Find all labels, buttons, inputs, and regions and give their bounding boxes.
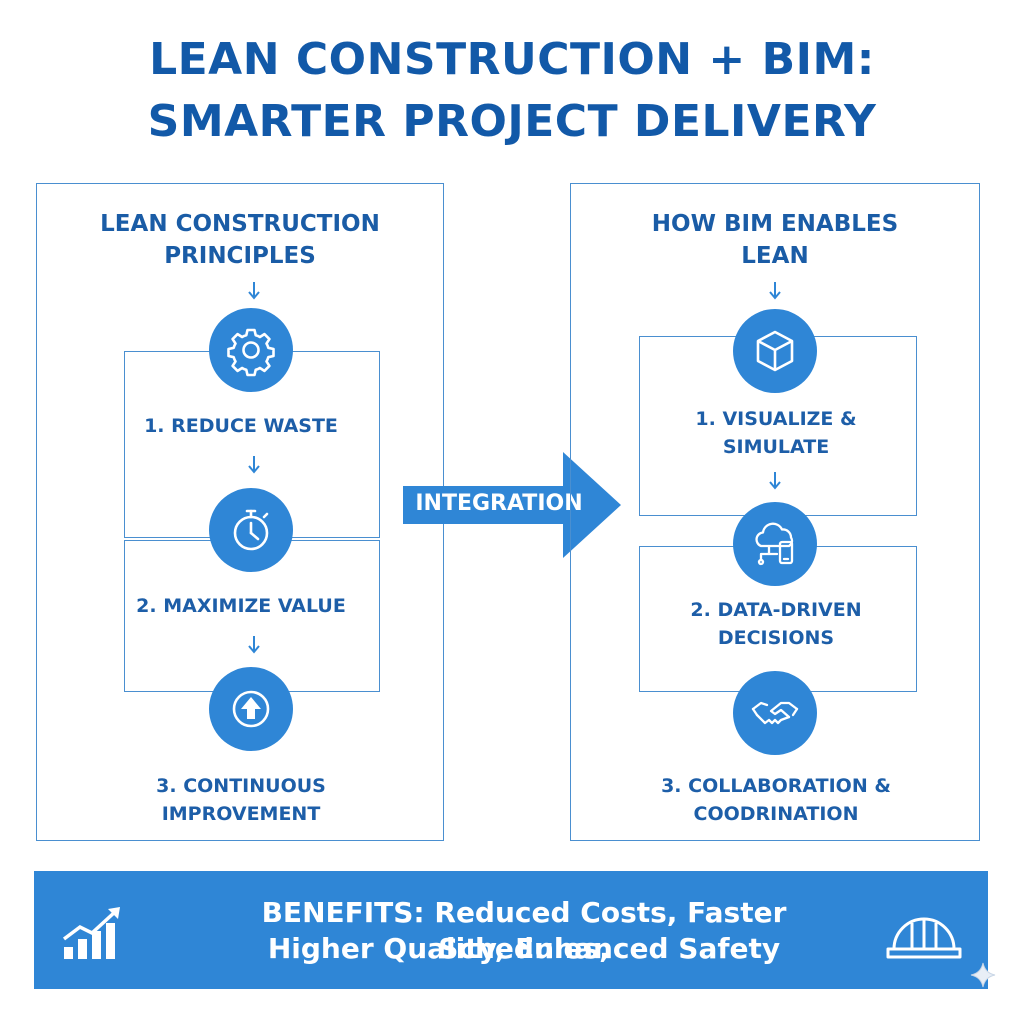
down-arrow-icon	[769, 472, 781, 490]
benefits-line-1: BENEFITS: Reduced Costs, Faster Schedule…	[261, 896, 787, 965]
benefits-banner: BENEFITS: Reduced Costs, Faster Schedule…	[34, 871, 988, 989]
step-3-label-line-1: 3. CONTINUOUS	[156, 775, 326, 797]
sparkle-icon	[970, 962, 996, 988]
right-panel-title-line-2: LEAN	[741, 243, 809, 269]
step-2-icon-circle	[733, 502, 817, 586]
gear-icon	[227, 328, 275, 377]
right-panel-title-line-1: HOW BIM ENABLES	[651, 211, 899, 237]
step-1-label: 1. REDUCE WASTE	[144, 415, 338, 437]
up-arrow-icon	[232, 690, 270, 728]
step-3-label-line-2: IMPROVEMENT	[161, 803, 321, 825]
hard-hat-icon	[886, 917, 962, 959]
cloud-devices-icon	[755, 522, 794, 566]
stopwatch-icon	[233, 509, 269, 551]
growth-chart-icon	[62, 907, 120, 959]
step-1-icon-circle	[209, 308, 293, 392]
integration-label: INTEGRATION	[415, 491, 583, 516]
down-arrow-icon	[769, 282, 781, 300]
step-1-label-line-1: 1. VISUALIZE &	[695, 408, 857, 430]
step-2-icon-circle	[209, 488, 293, 572]
step-1-label-line-2: SIMULATE	[722, 436, 830, 458]
down-arrow-icon	[248, 282, 260, 300]
main-title-line-1: LEAN CONSTRUCTION + BIM:	[149, 34, 875, 85]
integration-arrow	[403, 452, 621, 558]
left-panel-title-line-2: PRINCIPLES	[164, 243, 316, 269]
benefits-line-2: Higher Quality, Enhanced Safety	[267, 932, 781, 965]
step-3-label-line-2: COODRINATION	[693, 803, 859, 825]
handshake-icon	[751, 701, 799, 725]
step-2-label: 2. MAXIMIZE VALUE	[136, 595, 346, 617]
step-3-icon-circle	[733, 671, 817, 755]
left-panel-title-line-1: LEAN CONSTRUCTION	[100, 211, 380, 237]
down-arrow-icon	[248, 456, 260, 474]
bim-enables-lean-panel: HOW BIM ENABLES LEAN 1. VISUALIZE & SIMU…	[570, 183, 980, 841]
down-arrow-icon	[248, 636, 260, 654]
step-3-label-line-1: 3. COLLABORATION &	[661, 775, 891, 797]
step-2-label-line-1: 2. DATA-DRIVEN	[690, 599, 862, 621]
step-1-icon-circle	[733, 309, 817, 393]
step-2-label-line-2: DECISIONS	[717, 627, 835, 649]
main-title-line-2: SMARTER PROJECT DELIVERY	[147, 96, 877, 147]
lean-principles-panel: LEAN CONSTRUCTION PRINCIPLES 1. REDUCE W…	[36, 183, 444, 841]
step-3-icon-circle	[209, 667, 293, 751]
cube-icon	[756, 330, 794, 372]
